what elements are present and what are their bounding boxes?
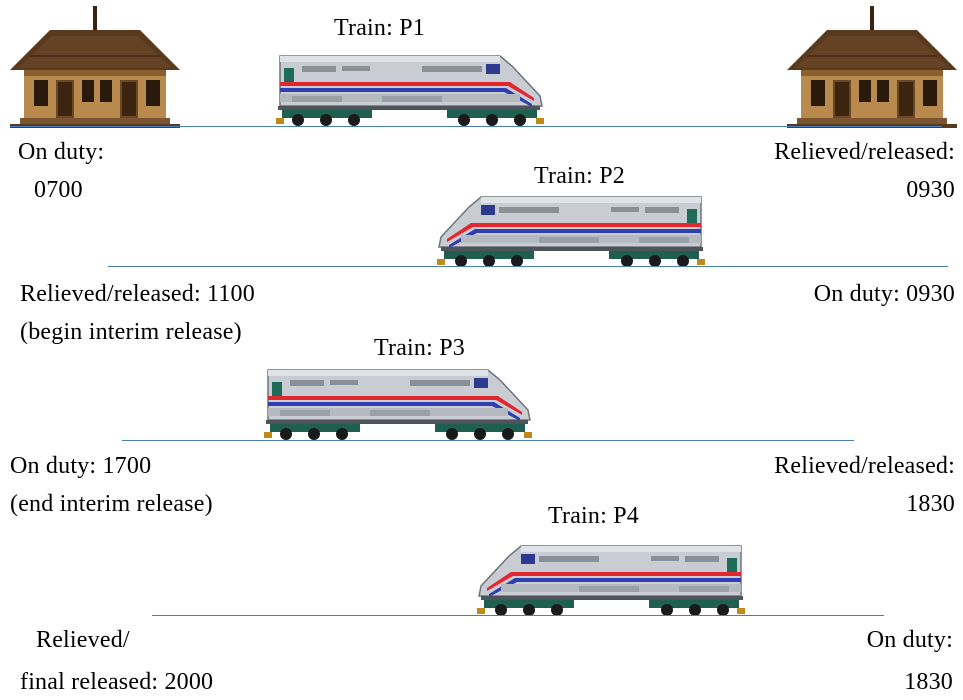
right-label-line-2: 1830 <box>904 669 953 695</box>
left-label-line-2: (end interim release) <box>10 491 213 517</box>
left-label-line-2: final released: 2000 <box>20 669 214 695</box>
track-line <box>122 440 854 441</box>
track-line <box>10 126 942 127</box>
left-label-line-1: Relieved/released: 1100 <box>20 281 255 307</box>
left-label-line-1: On duty: 1700 <box>10 453 152 479</box>
left-label-line-1: Relieved/ <box>36 627 130 653</box>
right-label-line-2: 0930 <box>906 177 955 203</box>
right-label-line-1: Relieved/released: <box>774 453 955 479</box>
right-label-line-2: 1830 <box>906 491 955 517</box>
locomotive-icon <box>474 542 749 617</box>
train-station-icon <box>10 6 180 128</box>
train-label: Train: P2 <box>534 163 625 189</box>
track-line <box>152 615 884 616</box>
locomotive-icon <box>260 366 535 441</box>
left-label-line-1: On duty: <box>18 139 105 165</box>
train-label: Train: P3 <box>374 335 465 361</box>
right-label-line-1: On duty: 0930 <box>813 281 955 307</box>
left-label-line-2: 0700 <box>34 177 83 203</box>
right-label-line-1: Relieved/released: <box>774 139 955 165</box>
locomotive-icon <box>434 193 709 268</box>
train-label: Train: P1 <box>334 15 425 41</box>
train-label: Train: P4 <box>548 503 639 529</box>
left-label-line-2: (begin interim release) <box>20 319 242 345</box>
train-station-icon <box>787 6 957 128</box>
right-label-line-1: On duty: <box>866 627 953 653</box>
locomotive-icon <box>272 52 547 127</box>
track-line <box>108 266 948 267</box>
